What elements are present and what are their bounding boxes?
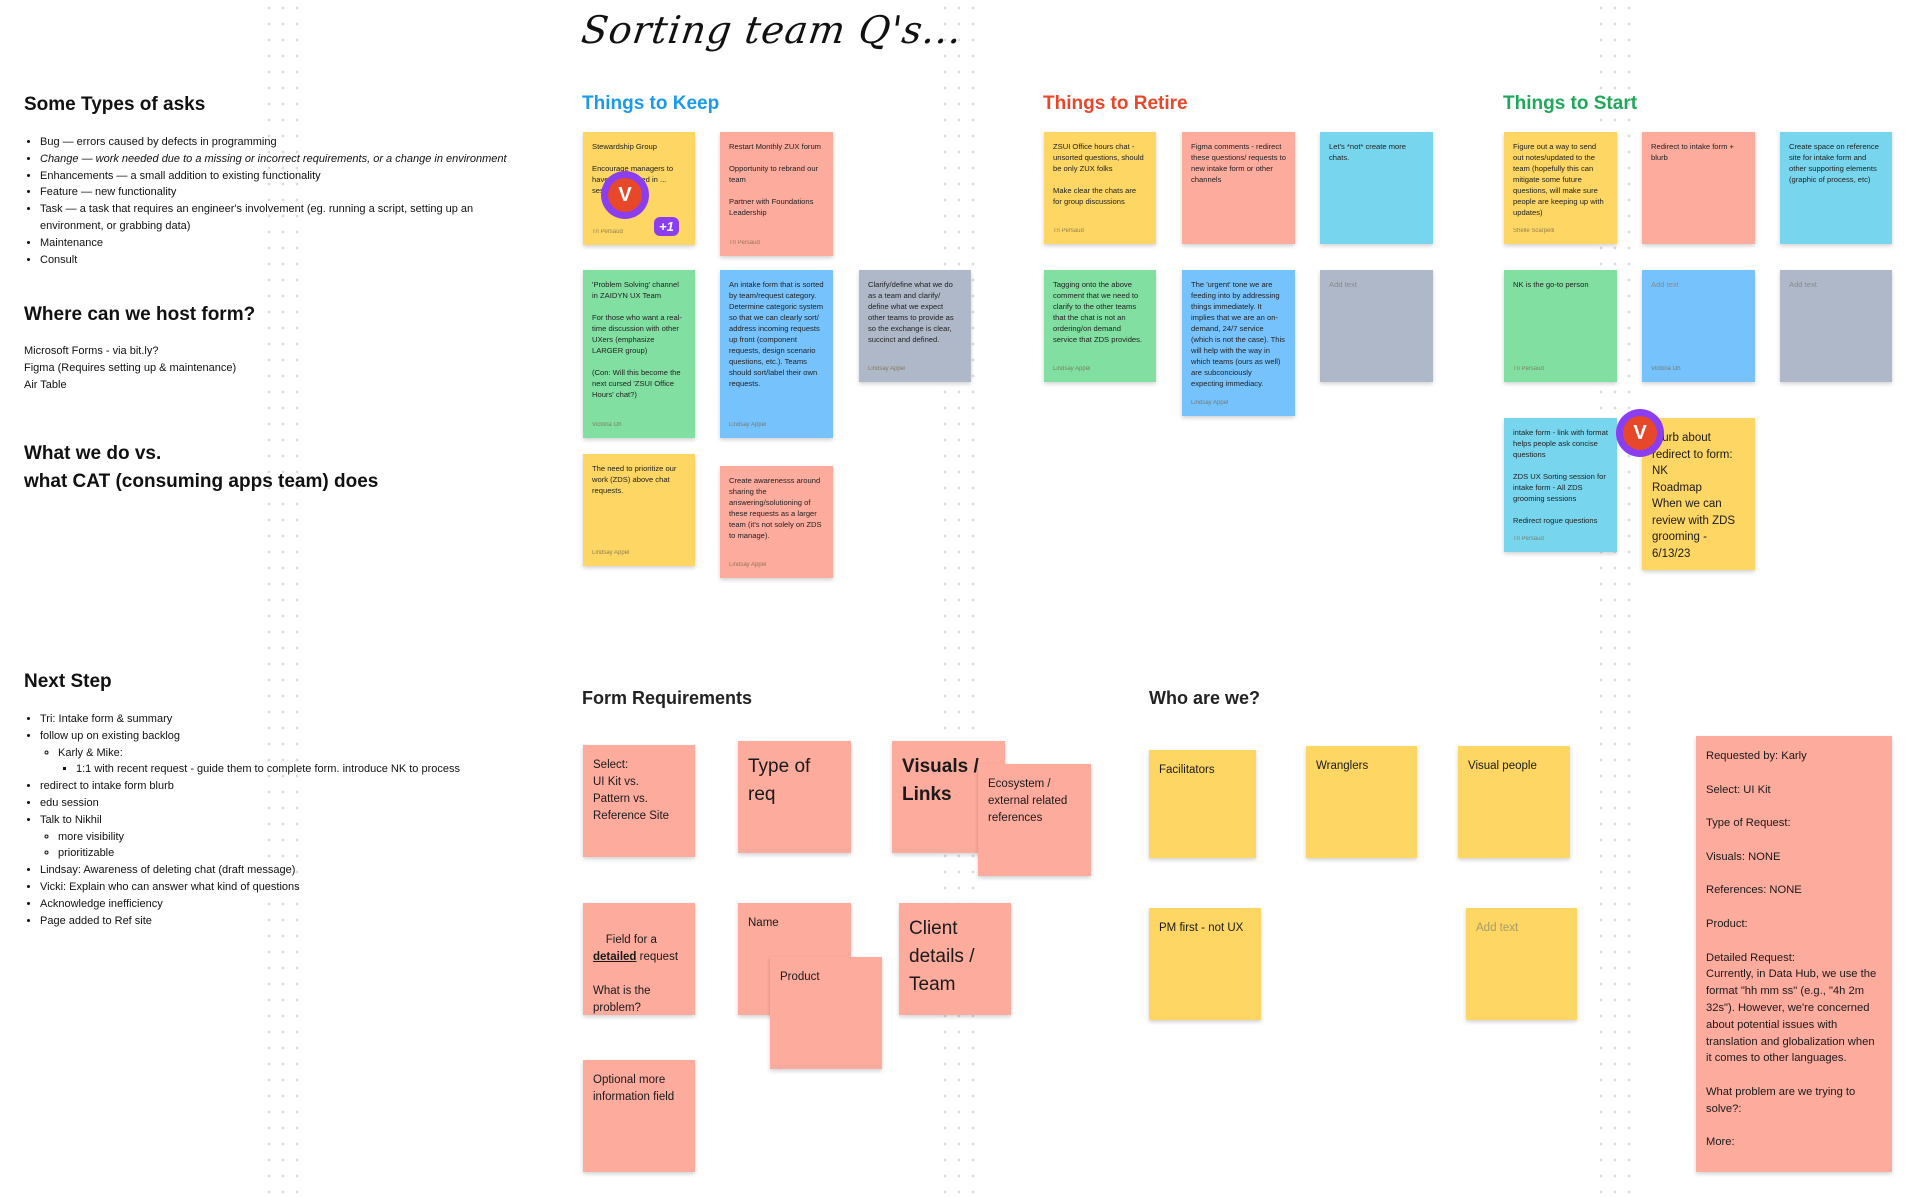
- board-title: Sorting team Q's...: [578, 8, 966, 52]
- list-item: Acknowledge inefficiency: [40, 896, 580, 913]
- list-item: Vicki: Explain who can answer what kind …: [40, 879, 580, 896]
- list-item: Karly & Mike: 1:1 with recent request - …: [58, 745, 580, 779]
- sticky-note[interactable]: Client details / Team: [899, 903, 1011, 1015]
- sticky-note[interactable]: Product: [770, 957, 882, 1069]
- sticky-note[interactable]: PM first - not UX: [1149, 908, 1261, 1020]
- sticky-note-empty[interactable]: Add text: [1780, 270, 1892, 382]
- reaction-count-badge[interactable]: +1: [654, 217, 679, 236]
- user-avatar-cursor: V: [601, 171, 649, 219]
- sticky-note[interactable]: Figma comments - redirect these question…: [1182, 132, 1295, 244]
- asks-list: Bug — errors caused by defects in progra…: [24, 134, 560, 268]
- list-item: Feature — new functionality: [40, 184, 560, 201]
- list-item: edu session: [40, 795, 580, 812]
- sticky-note-empty[interactable]: Add text Victoria Oh: [1642, 270, 1755, 382]
- sticky-note[interactable]: ZSUI Office hours chat - unsorted questi…: [1044, 132, 1156, 244]
- dot-grid-divider: [938, 0, 978, 1197]
- list-item: 1:1 with recent request - guide them to …: [76, 761, 580, 778]
- form-requirements-heading: Form Requirements: [582, 688, 753, 708]
- sticky-note[interactable]: Visual people: [1458, 746, 1570, 858]
- list-item: Change — work needed due to a missing or…: [40, 151, 560, 168]
- sticky-note[interactable]: intake form - link with format helps peo…: [1504, 418, 1617, 552]
- sticky-note-empty[interactable]: Add text: [1320, 270, 1433, 382]
- host-option: Air Table: [24, 379, 67, 391]
- sticky-note[interactable]: Let's *not* create more chats.: [1320, 132, 1433, 244]
- sticky-note[interactable]: Select: UI Kit vs. Pattern vs. Reference…: [583, 745, 695, 857]
- sticky-note[interactable]: Wranglers: [1306, 746, 1417, 858]
- sticky-note[interactable]: The 'urgent' tone we are feeding into by…: [1182, 270, 1295, 416]
- sticky-note[interactable]: Create space on reference site for intak…: [1780, 132, 1892, 244]
- list-item: redirect to intake form blurb: [40, 778, 580, 795]
- sticky-note[interactable]: 'Problem Solving' channel in ZAIDYN UX T…: [583, 270, 695, 438]
- sticky-note[interactable]: NK is the go-to person Tri Persaud: [1504, 270, 1617, 382]
- list-item: Lindsay: Awareness of deleting chat (dra…: [40, 862, 580, 879]
- list-item: more visibility: [58, 829, 580, 846]
- sticky-note[interactable]: Clarify/define what we do as a team and …: [859, 270, 971, 382]
- asks-heading: Some Types of asks: [24, 94, 206, 115]
- start-heading: Things to Start: [1503, 93, 1638, 114]
- list-item: follow up on existing backlog Karly & Mi…: [40, 728, 580, 778]
- list-item: prioritizable: [58, 845, 580, 862]
- host-option: Microsoft Forms - via bit.ly?: [24, 345, 159, 357]
- list-item: Enhancements — a small addition to exist…: [40, 168, 560, 185]
- list-item: Bug — errors caused by defects in progra…: [40, 134, 560, 151]
- sticky-note[interactable]: Create awarenesss around sharing the ans…: [720, 466, 833, 578]
- retire-heading: Things to Retire: [1043, 93, 1188, 114]
- list-item: Maintenance: [40, 235, 560, 252]
- request-example-sticky[interactable]: Requested by: Karly Select: UI Kit Type …: [1696, 736, 1892, 1172]
- what-we-do-heading: What we do vs. what CAT (consuming apps …: [24, 443, 379, 492]
- sticky-note[interactable]: Ecosystem / external related references: [978, 764, 1091, 876]
- list-item: Page added to Ref site: [40, 913, 580, 930]
- next-step-list: Tri: Intake form & summary follow up on …: [24, 711, 580, 929]
- sticky-note[interactable]: Figure out a way to send out notes/updat…: [1504, 132, 1617, 244]
- sticky-note[interactable]: An intake form that is sorted by team/re…: [720, 270, 833, 438]
- host-option: Figma (Requires setting up & maintenance…: [24, 362, 237, 374]
- sticky-note[interactable]: Type of req: [738, 741, 851, 853]
- sticky-note[interactable]: Field for a detailed request What is the…: [583, 903, 695, 1015]
- dot-grid-divider: [262, 0, 302, 1197]
- list-item: Talk to Nikhil more visibility prioritiz…: [40, 812, 580, 862]
- sticky-note[interactable]: Tagging onto the above comment that we n…: [1044, 270, 1156, 382]
- next-step-heading: Next Step: [24, 671, 112, 692]
- host-heading: Where can we host form?: [24, 304, 256, 325]
- sticky-note[interactable]: Redirect to intake form + blurb: [1642, 132, 1755, 244]
- user-avatar-cursor: V: [1616, 409, 1664, 457]
- list-item: Tri: Intake form & summary: [40, 711, 580, 728]
- host-options: Microsoft Forms - via bit.ly? Figma (Req…: [24, 343, 236, 394]
- sticky-note[interactable]: Restart Monthly ZUX forum Opportunity to…: [720, 132, 833, 256]
- sticky-note[interactable]: Facilitators: [1149, 750, 1256, 858]
- list-item: Consult: [40, 252, 560, 269]
- sticky-note[interactable]: The need to prioritize our work (ZDS) ab…: [583, 454, 695, 566]
- who-are-we-heading: Who are we?: [1149, 688, 1261, 708]
- list-item: Task — a task that requires an engineer'…: [40, 201, 500, 235]
- sticky-note-empty[interactable]: Add text: [1466, 908, 1577, 1020]
- keep-heading: Things to Keep: [582, 93, 720, 114]
- sticky-note[interactable]: Optional more information field: [583, 1060, 695, 1172]
